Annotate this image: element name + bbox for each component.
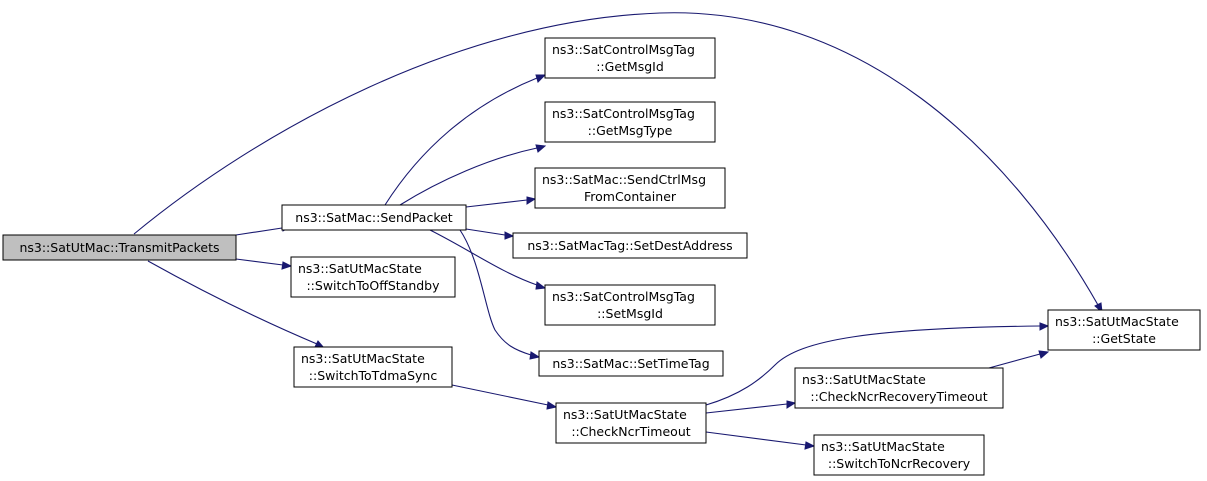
svg-text:ns3::SatUtMac::TransmitPackets: ns3::SatUtMac::TransmitPackets [19,240,219,255]
edge-send-packet-to-set-time-tag [459,229,541,360]
svg-text:ns3::SatMacTag::SetDestAddress: ns3::SatMacTag::SetDestAddress [527,238,732,253]
node-switch-to-tdma-sync[interactable]: ns3::SatUtMacState ::SwitchToTdmaSync [293,346,453,388]
svg-text:ns3::SatUtMacState: ns3::SatUtMacState [821,439,945,454]
svg-text:::GetState: ::GetState [1092,331,1156,346]
svg-text:ns3::SatUtMacState: ns3::SatUtMacState [563,407,687,422]
node-set-time-tag[interactable]: ns3::SatMac::SetTimeTag [538,350,724,377]
node-switch-to-ncr-recovery[interactable]: ns3::SatUtMacState ::SwitchToNcrRecovery [813,434,985,476]
svg-text:ns3::SatMac::SendCtrlMsg: ns3::SatMac::SendCtrlMsg [542,172,706,187]
svg-text:ns3::SatControlMsgTag: ns3::SatControlMsgTag [552,289,695,304]
node-switch-to-off-standby[interactable]: ns3::SatUtMacState ::SwitchToOffStandby [290,256,456,298]
node-transmit-packets[interactable]: ns3::SatUtMac::TransmitPackets [2,234,237,261]
svg-text:ns3::SatMac::SetTimeTag: ns3::SatMac::SetTimeTag [552,356,709,371]
node-get-state[interactable]: ns3::SatUtMacState ::GetState [1047,309,1201,351]
svg-text:ns3::SatControlMsgTag: ns3::SatControlMsgTag [552,42,695,57]
svg-text:ns3::SatUtMacState: ns3::SatUtMacState [301,351,425,366]
svg-text:::SwitchToTdmaSync: ::SwitchToTdmaSync [309,368,438,383]
edge-send-packet-to-set-msg-id [429,229,547,290]
node-set-msg-id[interactable]: ns3::SatControlMsgTag ::SetMsgId [544,284,716,326]
svg-text:::GetMsgType: ::GetMsgType [588,123,673,138]
node-get-msg-type[interactable]: ns3::SatControlMsgTag ::GetMsgType [544,101,716,143]
node-set-dest-address[interactable]: ns3::SatMacTag::SetDestAddress [512,232,748,259]
edge-switch-tdma-sync-to-check-ncr-timeout [451,384,558,410]
svg-text:::SetMsgId: ::SetMsgId [597,306,663,321]
edge-send-packet-to-set-dest-address [465,228,515,240]
node-send-packet[interactable]: ns3::SatMac::SendPacket [281,204,467,231]
svg-text:ns3::SatUtMacState: ns3::SatUtMacState [802,372,926,387]
edge-root-to-switch-off-standby [235,258,293,270]
node-get-msg-id[interactable]: ns3::SatControlMsgTag ::GetMsgId [544,37,716,79]
svg-text:ns3::SatControlMsgTag: ns3::SatControlMsgTag [552,106,695,121]
svg-text:::GetMsgId: ::GetMsgId [596,59,664,74]
svg-text:::CheckNcrRecoveryTimeout: ::CheckNcrRecoveryTimeout [810,389,987,404]
svg-text:ns3::SatUtMacState: ns3::SatUtMacState [1055,314,1179,329]
node-send-ctrl-msg-from-container[interactable]: ns3::SatMac::SendCtrlMsg FromContainer [534,167,726,209]
node-check-ncr-timeout[interactable]: ns3::SatUtMacState ::CheckNcrTimeout [555,402,707,444]
svg-text:ns3::SatUtMacState: ns3::SatUtMacState [298,261,422,276]
edge-send-packet-to-get-msg-id [384,74,547,206]
edge-check-ncr-timeout-to-get-state [705,322,1050,406]
svg-text:::SwitchToOffStandby: ::SwitchToOffStandby [306,278,440,293]
edge-send-packet-to-get-msg-type [399,144,547,206]
svg-text:FromContainer: FromContainer [584,189,677,204]
svg-text:::SwitchToNcrRecovery: ::SwitchToNcrRecovery [828,456,971,471]
edge-root-to-switch-tdma-sync [147,260,326,349]
edge-send-packet-to-send-ctrl-msg [465,196,537,208]
edge-check-ncr-timeout-to-check-ncr-recovery [705,400,797,414]
svg-text:::CheckNcrTimeout: ::CheckNcrTimeout [571,424,690,439]
svg-text:ns3::SatMac::SendPacket: ns3::SatMac::SendPacket [295,210,453,225]
node-check-ncr-recovery-timeout[interactable]: ns3::SatUtMacState ::CheckNcrRecoveryTim… [794,367,1004,409]
edge-check-ncr-timeout-to-switch-ncr-recovery [705,431,816,450]
